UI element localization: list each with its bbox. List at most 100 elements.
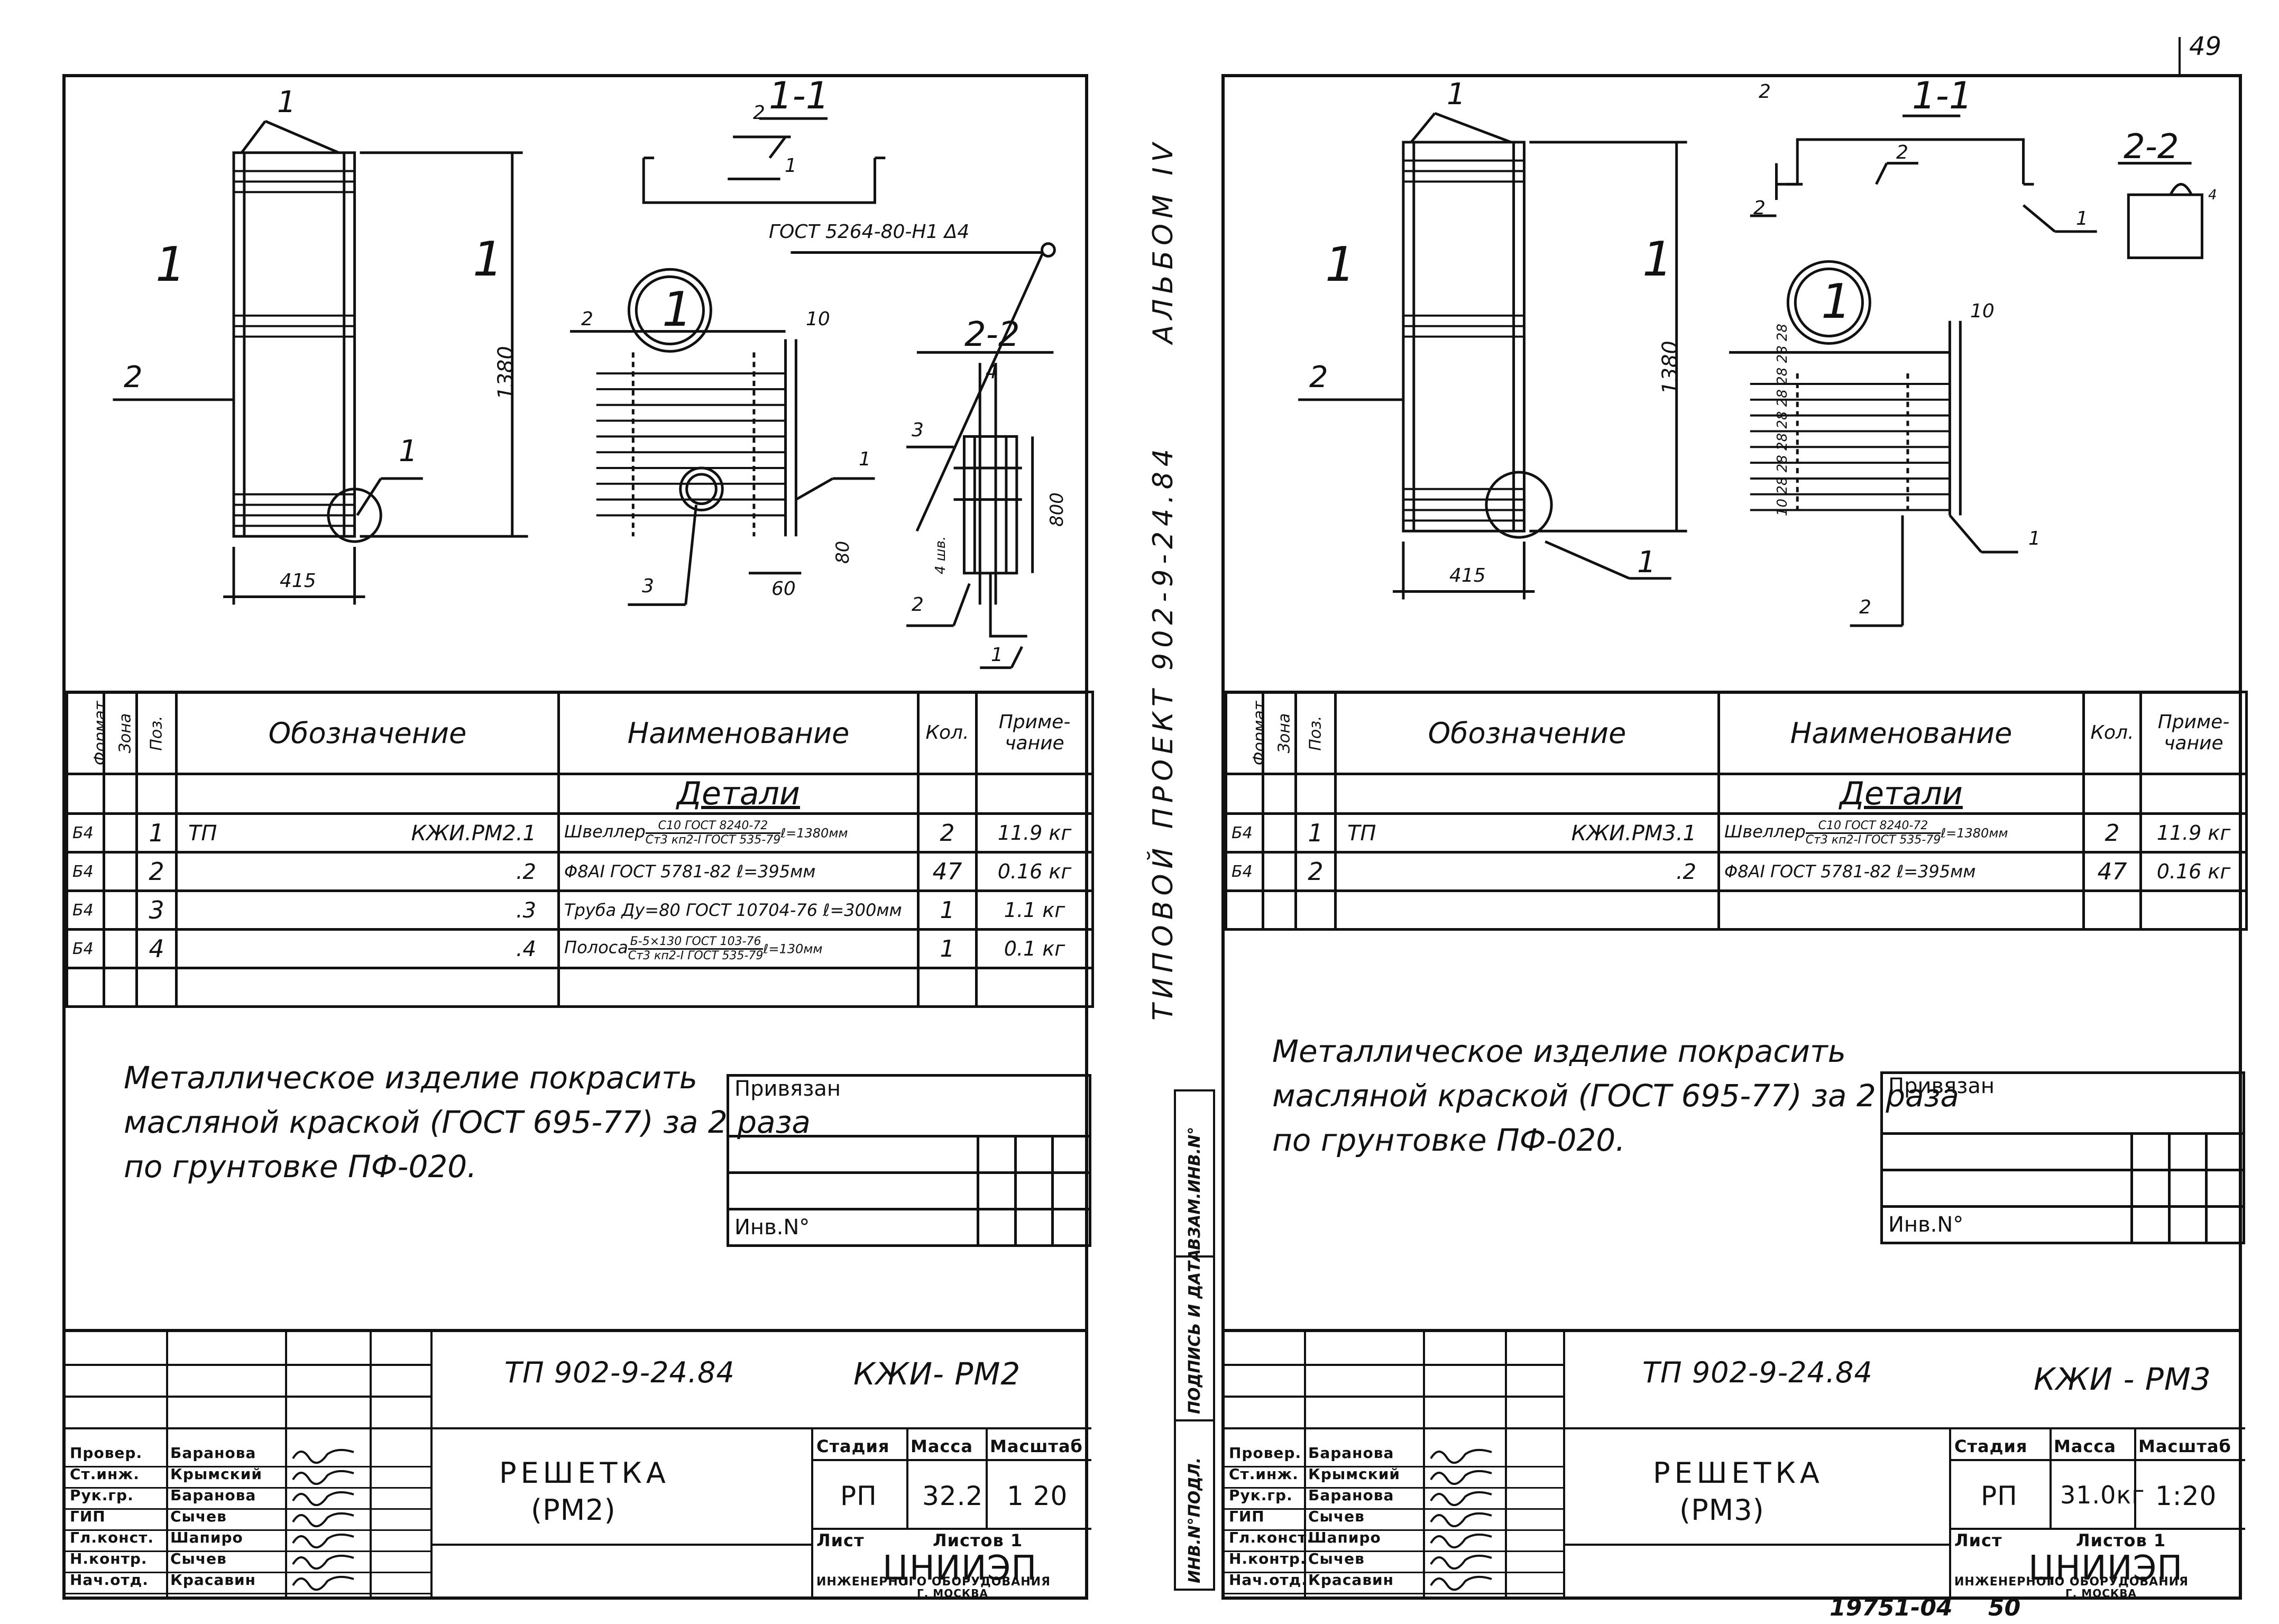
stamp-role: Ст.инж.	[1229, 1465, 1299, 1483]
detail-dim-80: 80	[832, 540, 853, 564]
note-line: Металлическое изделие покрасить	[124, 1060, 697, 1096]
hdr-zone: Зона	[1262, 691, 1297, 775]
detail-pos1: 1	[859, 448, 871, 470]
detail-pitch: 10 28 28 28 28 28 28 28 28	[1775, 324, 1790, 516]
signature	[290, 1506, 359, 1533]
section-2-2-title: 2-2	[964, 315, 1020, 354]
stamp-person: Крымский	[170, 1465, 262, 1483]
note-line: масляной краской (ГОСТ 695-77) за 2 раза	[124, 1104, 811, 1141]
row-format: Б4	[66, 851, 105, 892]
row-note: 0.16 кг	[975, 851, 1094, 892]
stamp-person: Красавин	[1308, 1571, 1394, 1589]
gost-label: ГОСТ 5264-80-Н1 Δ4	[769, 221, 970, 243]
stamp-sheets-h: Листов 1	[933, 1530, 1023, 1550]
name-length: ℓ=130мм	[763, 942, 823, 957]
stamp-org: ЦНИИЭП	[883, 1549, 1037, 1588]
frac-bottom: Ст3 кп2-I ГОСТ 535-79	[1805, 833, 1941, 847]
section-title: Детали	[557, 773, 920, 815]
row-pos: 1	[135, 812, 178, 854]
name-text: Труба Ду=80 ГОСТ 10704-76 ℓ=300мм	[564, 900, 902, 920]
name-text: Швеллер	[1724, 822, 1806, 842]
name-text: Φ8АI ГОСТ 5781-82 ℓ=395мм	[1724, 861, 1976, 882]
hdr-note: Приме-чание	[975, 691, 1094, 775]
stamp-person: Баранова	[170, 1444, 256, 1462]
spec-header-row: Формат Зона Поз. Обозначение Наименовани…	[1225, 691, 2248, 775]
stamp-role: Гл.конст.	[70, 1529, 154, 1546]
detail-pos2: 2	[581, 308, 593, 330]
row-format: Б4	[1225, 851, 1264, 892]
row-format: Б4	[66, 812, 105, 854]
stamp-city: Г. МОСКВА	[2065, 1587, 2137, 1600]
attach-table: Привязан Инв.N°	[1880, 1071, 2245, 1244]
frac-top: Б-5×130 ГОСТ 103-76	[628, 935, 764, 950]
signature	[290, 1548, 359, 1575]
hdr-format: Формат	[66, 691, 105, 775]
spec-section-row: Детали	[1225, 773, 2248, 815]
section-2-2-pos2: 2	[912, 594, 924, 616]
drawing-area: 1 2 1 1 1 1380 415 1-1 2 2 1 2 2-2 4 1 1…	[1225, 77, 2239, 694]
note-line: по грунтовке ПФ-020.	[124, 1149, 477, 1185]
stamp-scale: 1 20	[1007, 1481, 1068, 1511]
section-1-1-title: 1-1	[769, 74, 830, 117]
hdr-zone: Зона	[103, 691, 138, 775]
side-stamp-replace: ВЗАМ.ИНВ.N°	[1186, 1126, 1204, 1250]
row-zone	[103, 928, 138, 969]
section-2-2-dim800: 800	[1046, 492, 1068, 527]
stamp-stage-h: Стадия	[816, 1436, 890, 1456]
stamp-person: Крымский	[1308, 1465, 1400, 1483]
stamp-person: Сычев	[1308, 1550, 1365, 1567]
hdr-name: Наименование	[1717, 691, 2085, 775]
attach-label: Привязан	[1880, 1071, 2245, 1135]
row-pos: 1	[1294, 812, 1337, 854]
signature	[1428, 1464, 1497, 1490]
section-1-1-pos1: 1	[2076, 208, 2088, 230]
row-zone	[103, 889, 138, 931]
stamp-role: Ст.инж.	[70, 1465, 140, 1483]
detail-dim-10: 10	[806, 308, 830, 330]
designation-prefix: ТП	[1347, 821, 1376, 846]
row-zone	[103, 851, 138, 892]
stamp-subtitle: (РМ3)	[1679, 1493, 1765, 1527]
stamp-city: Г. МОСКВА	[917, 1587, 988, 1600]
name-text: Φ8АI ГОСТ 5781-82 ℓ=395мм	[564, 861, 816, 882]
section-mark-right: 1	[1642, 232, 1673, 287]
paint-note: Металлическое изделие покрасить масляной…	[124, 1056, 811, 1189]
callout-1: 1	[662, 282, 693, 337]
stamp-project: ТП 902-9-24.84	[504, 1356, 735, 1389]
stamp-person: Сычев	[1308, 1508, 1365, 1525]
stamp-person: Баранова	[170, 1487, 256, 1504]
stamp-mark: КЖИ- РМ2	[853, 1356, 1021, 1392]
detail-dim-60: 60	[771, 578, 796, 600]
stamp-title: РЕШЕТКА	[499, 1456, 670, 1490]
row-note: 0.16 кг	[2139, 851, 2248, 892]
drawing-sheet-left: 1 2 1 1 1 1380 415 1-1 2 1 ГОСТ 5264-80-…	[62, 74, 1094, 1600]
stamp-person: Сычев	[170, 1508, 227, 1525]
row-designation: .2	[1334, 851, 1720, 892]
signature	[290, 1443, 359, 1469]
stamp-mass: 32.2	[922, 1481, 984, 1511]
stamp-scale-h: Масштаб	[990, 1436, 1083, 1456]
attach-label: Привязан	[727, 1074, 1091, 1137]
section-2-2-dim4: 4	[986, 361, 998, 383]
signature	[290, 1485, 359, 1511]
detail-pos2: 2	[1859, 597, 1871, 618]
specification-table: Формат Зона Поз. Обозначение Наименовани…	[66, 691, 1094, 1008]
hdr-name: Наименование	[557, 691, 920, 775]
row-designation: .2	[175, 851, 560, 892]
section-1-1-pos2-top: 2	[1759, 81, 1771, 103]
dim-width: 415	[280, 570, 316, 592]
designation-code: .4	[516, 937, 536, 961]
dim-height: 1380	[1658, 341, 1683, 394]
row-designation: .4	[175, 928, 560, 969]
stamp-project: ТП 902-9-24.84	[1642, 1356, 1873, 1389]
section-2-2-pos3: 3	[912, 419, 924, 441]
section-2-2-pitch: 4 шв.	[933, 536, 949, 574]
album-label: АЛЬБОМ IV	[1147, 137, 1179, 344]
paint-note: Металлическое изделие покрасить масляной…	[1272, 1029, 1959, 1162]
